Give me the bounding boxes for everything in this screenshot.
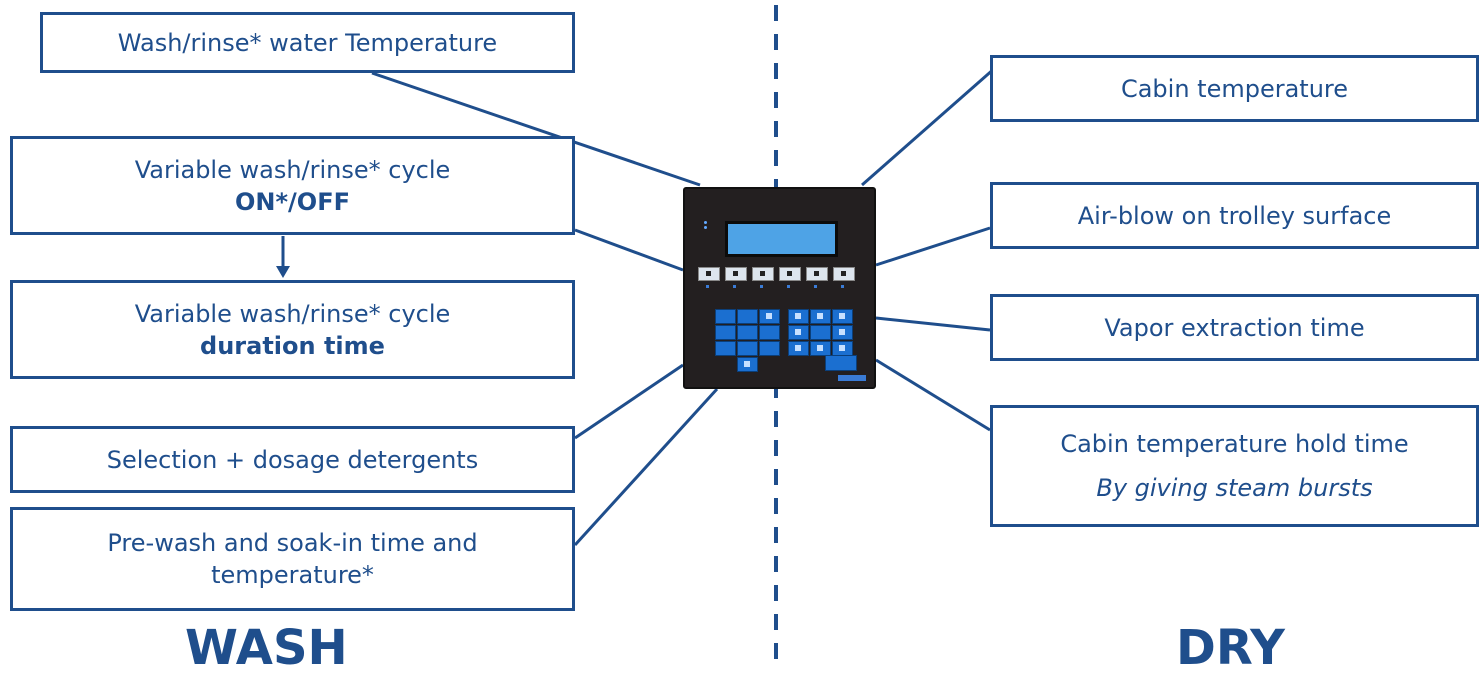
enter-key: [825, 355, 857, 371]
box-vapor-extraction: Vapor extraction time: [990, 294, 1479, 361]
function-key-6: [833, 267, 855, 281]
connector-vapor: [875, 316, 991, 332]
box-line: By giving steam bursts: [1096, 474, 1373, 502]
keypad-key: [759, 325, 780, 340]
box-line: duration time: [200, 331, 385, 360]
cycle-arrow-head: [276, 266, 290, 278]
function-key-4: [779, 267, 801, 281]
box-line: Cabin temperature: [1120, 74, 1349, 103]
box-line: Pre-wash and soak-in time and: [107, 529, 478, 557]
brand-logo: [838, 375, 866, 381]
box-variable-cycle-onoff: Variable wash/rinse* cycle ON*/OFF: [10, 136, 575, 235]
box-variable-cycle-duration: Variable wash/rinse* cycle duration time: [10, 280, 575, 379]
nav-key: [810, 325, 831, 340]
keypad-key: [737, 357, 758, 372]
arrow-up-key: [810, 309, 831, 324]
box-line: Cabin temperature hold time: [1060, 430, 1409, 458]
box-line: Variable wash/rinse* cycle: [134, 155, 451, 184]
function-led: [787, 285, 790, 288]
keypad-key: [737, 325, 758, 340]
keypad-key: [737, 341, 758, 356]
box-prewash: Pre-wash and soak-in time and temperatur…: [10, 507, 575, 611]
indicator-dots: [704, 219, 710, 235]
connector-detergents: [574, 363, 684, 440]
connector-cabin-hold: [875, 358, 991, 432]
box-cabin-temp: Cabin temperature: [990, 55, 1479, 122]
nav-key: [832, 341, 853, 356]
connector-cabin-temp: [861, 66, 996, 187]
connector-onoff: [574, 228, 684, 272]
nav-key: [832, 309, 853, 324]
box-line: ON*/OFF: [235, 187, 350, 216]
function-key-3: [752, 267, 774, 281]
function-key-2: [725, 267, 747, 281]
box-detergents: Selection + dosage detergents: [10, 426, 575, 493]
keypad-key: [759, 309, 780, 324]
keypad-key: [737, 309, 758, 324]
function-led: [706, 285, 709, 288]
control-panel-image: [683, 187, 876, 389]
arrow-left-key: [788, 325, 809, 340]
connector-water-temp: [371, 71, 701, 187]
keypad-key: [715, 309, 736, 324]
box-cabin-hold: Cabin temperature hold time By giving st…: [990, 405, 1479, 527]
box-line: Selection + dosage detergents: [106, 445, 479, 474]
nav-key: [788, 341, 809, 356]
box-line: Variable wash/rinse* cycle: [134, 299, 451, 328]
keypad-key: [715, 341, 736, 356]
box-line: Air-blow on trolley surface: [1077, 201, 1392, 230]
connector-air-blow: [875, 226, 991, 267]
wash-title: WASH: [185, 620, 348, 676]
box-line: temperature*: [211, 561, 374, 589]
function-key-1: [698, 267, 720, 281]
function-led: [841, 285, 844, 288]
function-led: [814, 285, 817, 288]
keypad-key: [759, 341, 780, 356]
dry-title: DRY: [1176, 620, 1285, 676]
keypad-key: [715, 325, 736, 340]
connector-prewash: [573, 387, 719, 547]
lcd-display: [725, 221, 838, 257]
arrow-down-key: [810, 341, 831, 356]
nav-key: [788, 309, 809, 324]
function-led: [733, 285, 736, 288]
box-line: Wash/rinse* water Temperature: [117, 28, 498, 57]
function-led: [760, 285, 763, 288]
function-key-5: [806, 267, 828, 281]
box-water-temp: Wash/rinse* water Temperature: [40, 12, 575, 73]
box-line: Vapor extraction time: [1104, 313, 1365, 342]
arrow-right-key: [832, 325, 853, 340]
box-air-blow: Air-blow on trolley surface: [990, 182, 1479, 249]
